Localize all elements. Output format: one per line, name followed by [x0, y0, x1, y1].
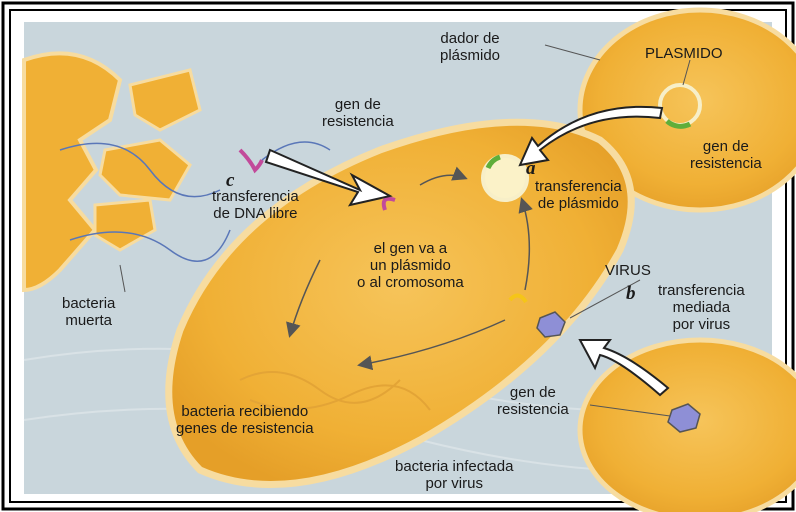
label-bacteria-recibiendo: bacteria recibiendo genes de resistencia	[176, 403, 314, 437]
label-transferencia-dna: transferencia de DNA libre	[212, 188, 299, 222]
infected-bacterium	[580, 340, 796, 512]
label-plasmido: PLASMIDO	[645, 45, 723, 62]
label-bacteria-muerta: bacteria muerta	[62, 295, 115, 329]
label-transferencia-virus: transferencia mediada por virus	[658, 282, 745, 333]
label-virus: VIRUS	[605, 262, 651, 279]
label-bacteria-infectada: bacteria infectada por virus	[395, 458, 513, 492]
label-transferencia-plasmido: transferencia de plásmido	[535, 178, 622, 212]
label-letter-a: a	[526, 158, 536, 180]
label-gen-resistencia-virus: gen de resistencia	[497, 384, 569, 418]
label-gen-resistencia-top: gen de resistencia	[322, 96, 394, 130]
label-gen-va: el gen va a un plásmido o al cromosoma	[357, 240, 464, 291]
label-gen-resistencia-plasmid: gen de resistencia	[690, 138, 762, 172]
label-letter-b: b	[626, 283, 636, 305]
label-dador-plasmido: dador de plásmido	[440, 30, 500, 64]
